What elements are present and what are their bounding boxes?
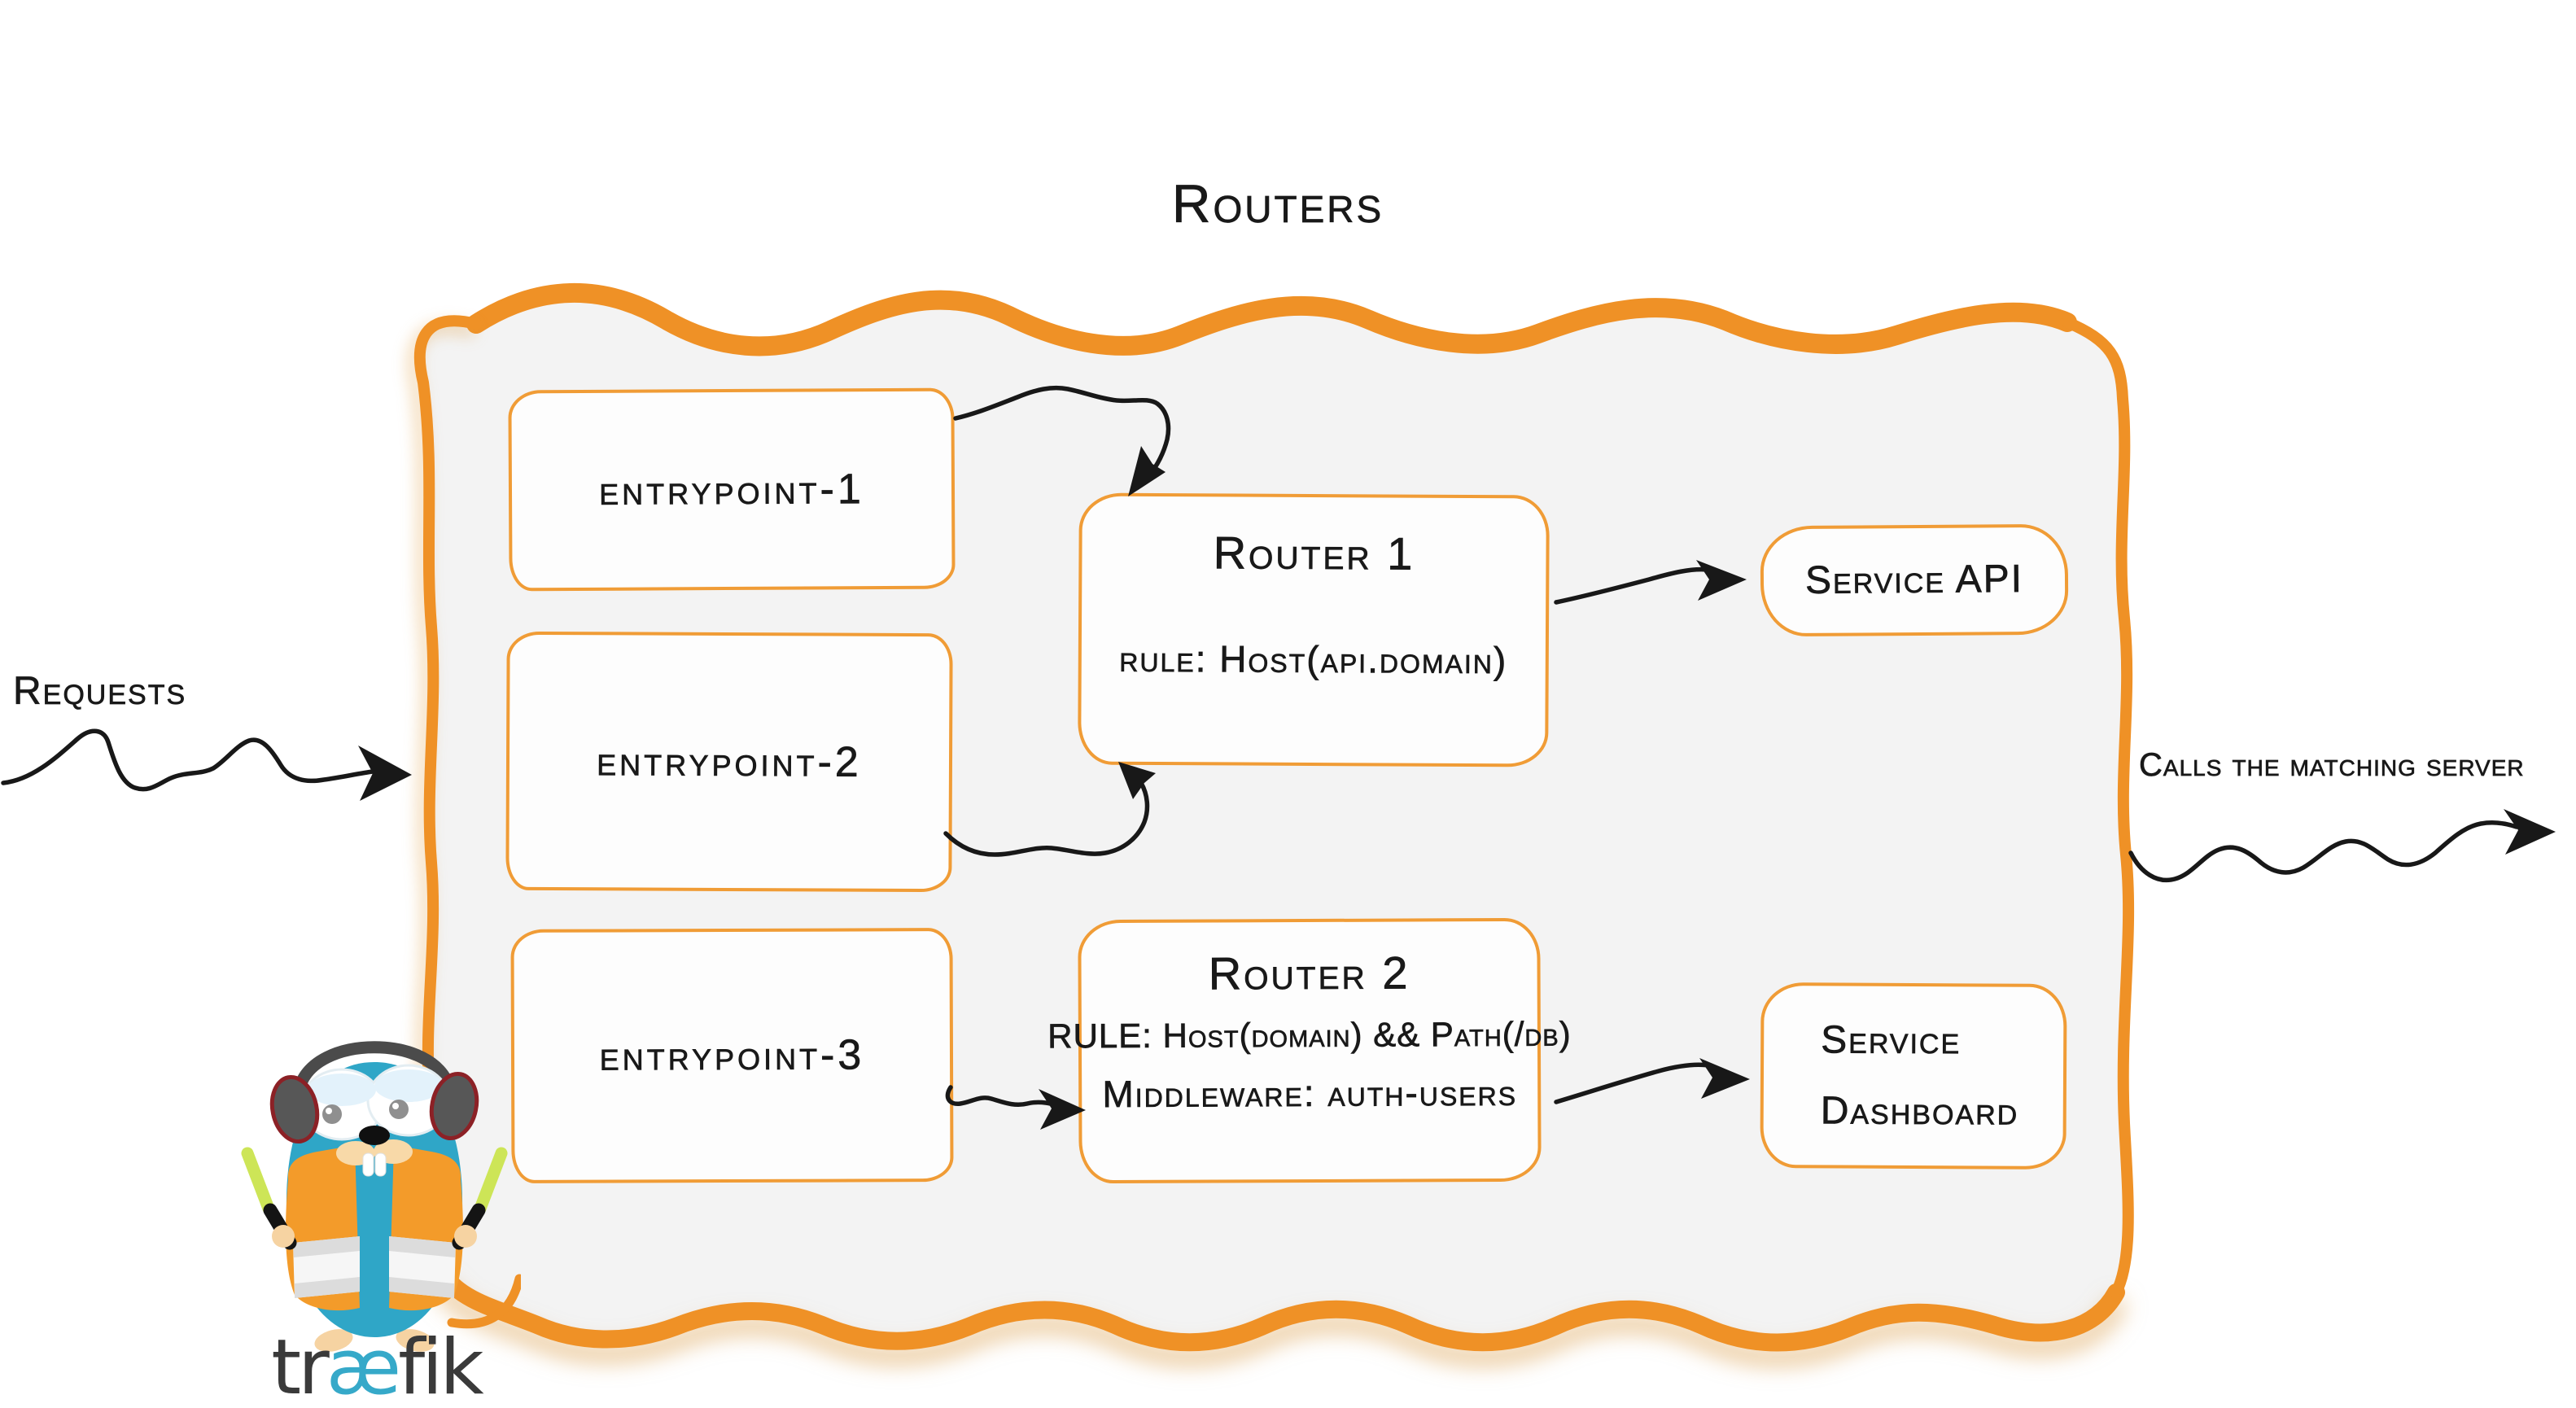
gopher-hand-right [454,1225,477,1248]
glow-stick-right [474,1147,508,1215]
service-api-label: Service API [1804,558,2024,603]
entrypoint-3-box: entrypoint-3 [510,928,954,1183]
vest-stripe-left [293,1236,360,1298]
requests-arrow [1,728,412,801]
wordmark-ae: æ [326,1323,401,1408]
entrypoint-1-box: entrypoint-1 [508,387,956,592]
goggle-lens-left [300,1068,384,1141]
gopher-body [286,1062,463,1337]
service-dashboard-box: Service Dashboard [1760,982,2067,1170]
router-2-rule: RULE: Host(domain) && Path(/db) [1047,1014,1572,1056]
gopher-tail [447,1274,521,1329]
gopher-eye-left [322,1104,342,1124]
goggle-lens-right [366,1064,451,1137]
muzzle-left [336,1141,375,1165]
calls-label: Calls the matching server [2139,747,2525,784]
panel-border-left [413,315,482,1280]
goggles-strap [286,1082,463,1126]
service-dashboard-label-line1: Service [1821,1018,1962,1063]
lens-tint-left [308,1073,376,1106]
panel-border-bottom [435,1266,2125,1352]
muzzle-right [374,1139,413,1164]
entrypoint-3-label: entrypoint-3 [599,1031,865,1080]
entrypoint1-to-router1-arrow [953,385,1171,496]
headphones-band [293,1041,456,1095]
router-1-box: Router 1 rule: Host(api.domain) [1078,492,1550,767]
gopher-hand-left [272,1225,295,1248]
router-1-rule: rule: Host(api.domain) [1119,636,1508,682]
wordmark-tr: tr [271,1323,329,1408]
gopher-nose [359,1126,390,1145]
vest-stripe-left-top [293,1236,360,1257]
gopher-tooth-right [374,1152,387,1177]
wordmark-fik: fik [398,1323,484,1408]
vest-stripe-right-bottom [389,1277,454,1298]
calls-arrow [2128,809,2556,883]
vest-stripe-right-top [389,1236,456,1257]
entrypoint-2-label: entrypoint-2 [597,737,863,786]
router1-to-service-api-arrow [1554,560,1747,605]
service-api-box: Service API [1760,523,2069,637]
ear-cup-right [429,1071,479,1141]
router-2-box: Router 2 RULE: Host(domain) && Path(/db)… [1047,917,1572,1184]
vest-stripe-left-bottom [295,1277,360,1298]
eye-glint-right [392,1103,399,1109]
traefik-gopher-icon [241,1041,521,1352]
ear-cup-left [269,1074,320,1144]
page-title: Routers [1171,173,1384,234]
panel-border-right [2062,317,2135,1298]
router-2-middleware: Middleware: auth-users [1102,1070,1518,1116]
vest-stripe-right [389,1236,456,1298]
stick-handle-right [452,1203,486,1250]
gopher-eye-right [389,1100,409,1119]
stick-handle-left [263,1203,297,1250]
router-2-title: Router 2 [1208,947,1410,999]
lens-tint-right [374,1069,443,1102]
gopher-tooth-left [362,1152,374,1177]
entrypoint-2-box: entrypoint-2 [505,631,953,893]
panel-border-top [466,282,2077,356]
eye-glint-left [326,1108,332,1114]
entrypoint2-to-router1-arrow [943,762,1156,857]
vest-left-panel [286,1145,360,1311]
service-dashboard-label-line2: Dashboard [1820,1089,2019,1134]
entrypoint-1-label: entrypoint-1 [599,465,865,514]
vest-right-panel [389,1145,463,1311]
requests-label: Requests [13,670,187,714]
entrypoint3-to-router2-arrow [945,1085,1086,1130]
router2-to-service-dashboard-arrow [1554,1058,1750,1104]
glow-stick-left [241,1147,275,1215]
router-1-title: Router 1 [1213,527,1415,579]
traefik-wordmark: træfik [230,1330,523,1406]
